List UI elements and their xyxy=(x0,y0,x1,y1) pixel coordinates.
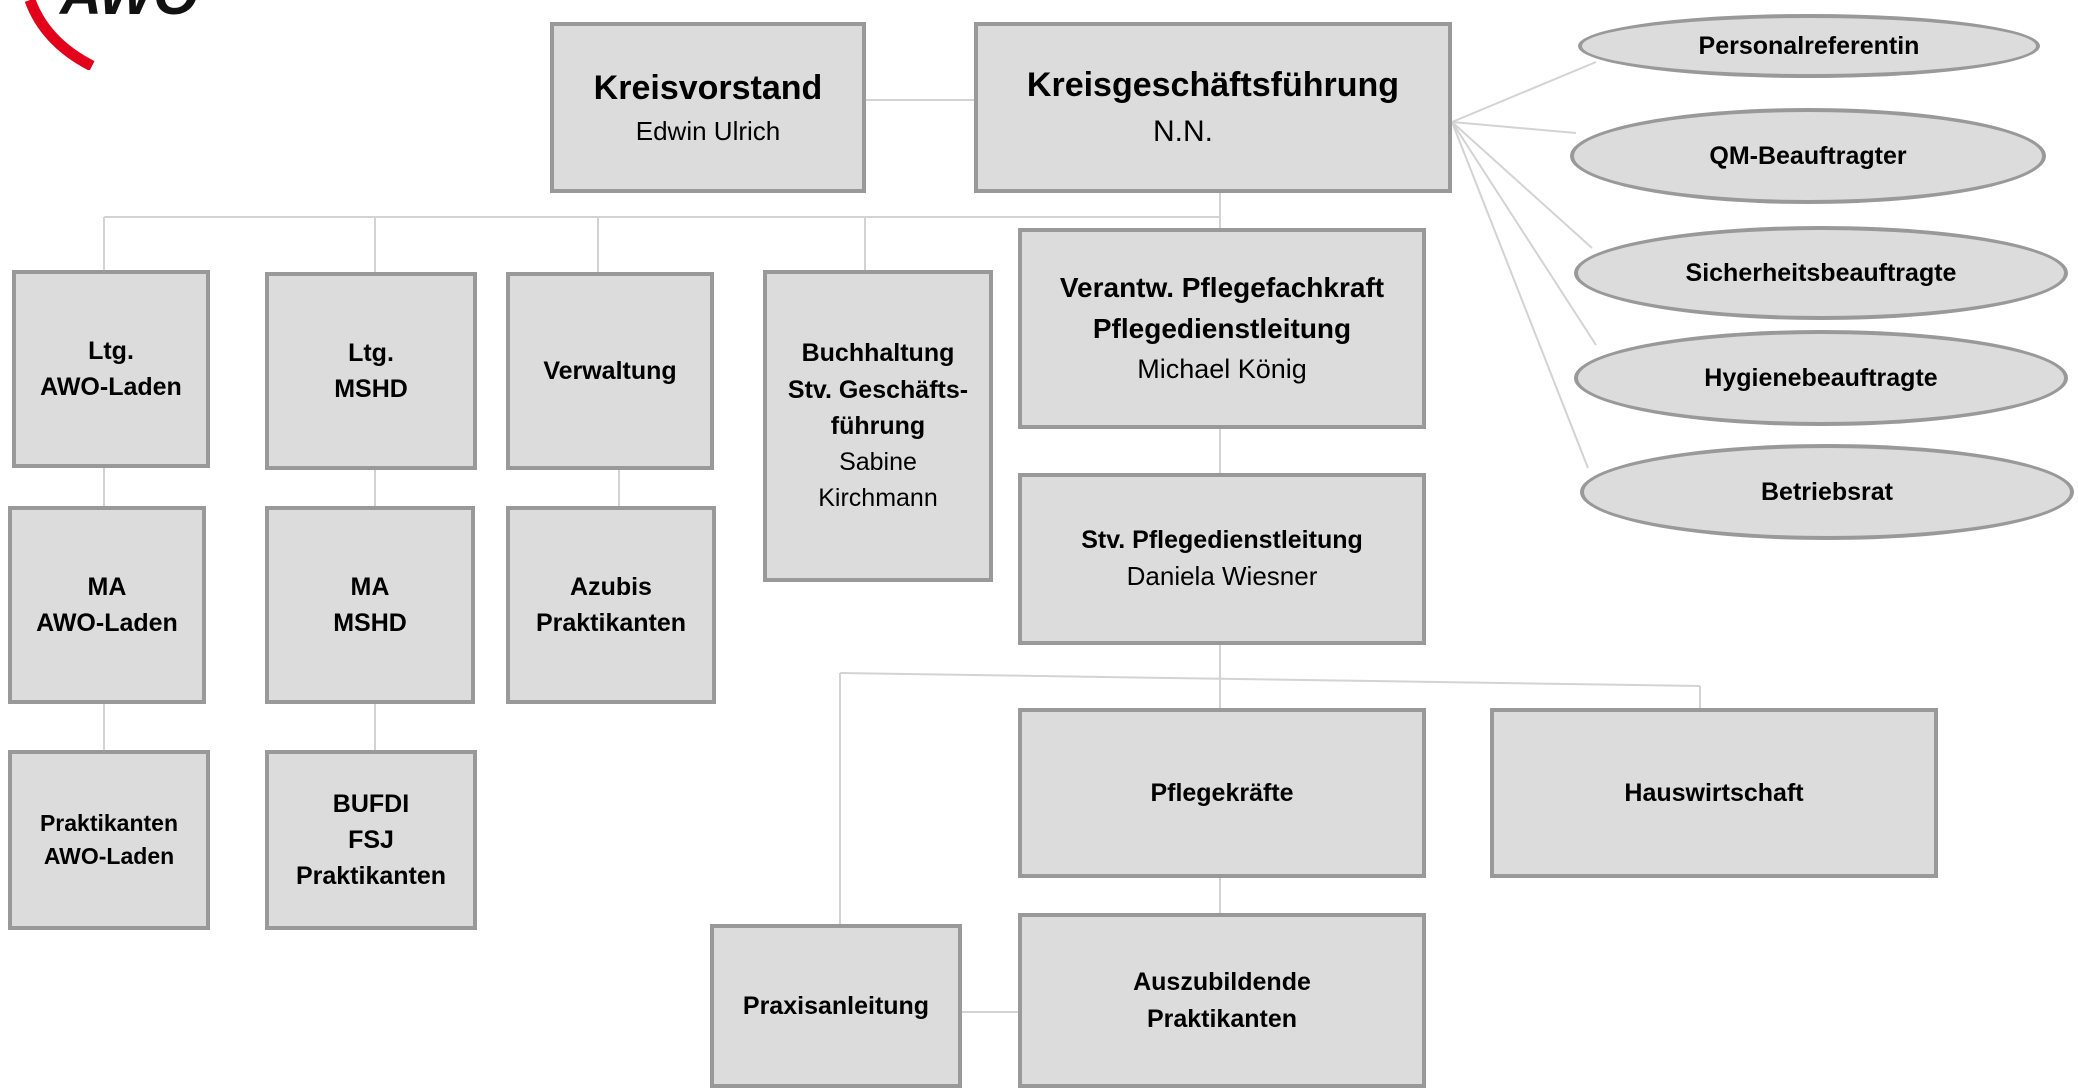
ma-mshd-box: MA MSHD xyxy=(265,506,475,704)
kreisvorstand-box: Kreisvorstand Edwin Ulrich xyxy=(550,22,866,193)
kreisvorstand-title: Kreisvorstand xyxy=(593,69,823,107)
connector-line xyxy=(839,672,1701,687)
kreisgeschaeftsfuehrung-title: Kreisgeschäftsführung xyxy=(1026,66,1400,105)
hauswirtschaft-title: Hauswirtschaft xyxy=(1624,778,1804,807)
praxisanleitung-box: Praxisanleitung xyxy=(710,924,962,1088)
ma-awo-laden-title: MA AWO-Laden xyxy=(36,572,178,637)
staff-role-label: Hygienebeauftragte xyxy=(1704,363,1938,392)
pflegekraefte-title: Pflegekräfte xyxy=(1150,778,1294,807)
staff-role-hygienebeauftragte: Hygienebeauftragte xyxy=(1574,330,2068,426)
ltg-mshd-title: Ltg. MSHD xyxy=(334,338,408,403)
auszubildende-praktikanten-title: Auszubildende Praktikanten xyxy=(1133,968,1311,1033)
ltg-awo-laden-title: Ltg. AWO-Laden xyxy=(40,336,182,401)
kreisgeschaeftsfuehrung-box: Kreisgeschäftsführung N.N. xyxy=(974,22,1452,193)
staff-role-betriebsrat: Betriebsrat xyxy=(1580,444,2074,540)
kreisgeschaeftsfuehrung-name: N.N. xyxy=(1153,115,1213,149)
stv-pflegedienstleitung-name: Daniela Wiesner xyxy=(1126,561,1318,592)
praktikanten-awo-laden-title: Praktikanten AWO-Laden xyxy=(39,809,179,869)
azubis-praktikanten-box: Azubis Praktikanten xyxy=(506,506,716,704)
stv-pflegedienstleitung-title: Stv. Pflegedienstleitung xyxy=(1081,526,1363,555)
staff-role-label: Personalreferentin xyxy=(1698,31,1920,60)
connector-line xyxy=(1451,121,1589,469)
connector-line xyxy=(1451,61,1597,123)
praxisanleitung-title: Praxisanleitung xyxy=(742,991,930,1020)
pflegedienstleitung-title: Verantw. Pflegefachkraft Pflegedienstlei… xyxy=(1059,272,1385,344)
staff-role-sicherheitsbeauftragte: Sicherheitsbeauftragte xyxy=(1574,226,2068,320)
buchhaltung-name: Sabine Kirchmann xyxy=(818,448,938,513)
hauswirtschaft-box: Hauswirtschaft xyxy=(1490,708,1938,878)
staff-role-personalreferentin: Personalreferentin xyxy=(1578,14,2040,78)
ma-awo-laden-box: MA AWO-Laden xyxy=(8,506,206,704)
pflegedienstleitung-name: Michael König xyxy=(1137,353,1307,384)
staff-role-label: Sicherheitsbeauftragte xyxy=(1685,258,1957,287)
buchhaltung-title: Buchhaltung Stv. Geschäfts- führung xyxy=(787,339,969,440)
pflegekraefte-box: Pflegekräfte xyxy=(1018,708,1426,878)
connector-line xyxy=(1451,121,1577,134)
logo-text: AWO xyxy=(58,0,199,27)
buchhaltung-box: Buchhaltung Stv. Geschäfts- führung Sabi… xyxy=(763,270,993,582)
bufdi-fsj-title: BUFDI FSJ Praktikanten xyxy=(295,789,447,891)
ltg-mshd-box: Ltg. MSHD xyxy=(265,272,477,470)
bufdi-fsj-box: BUFDI FSJ Praktikanten xyxy=(265,750,477,930)
ma-mshd-title: MA MSHD xyxy=(333,572,407,637)
connector-line xyxy=(1451,121,1597,346)
pflegedienstleitung-box: Verantw. Pflegefachkraft Pflegedienstlei… xyxy=(1018,228,1426,429)
staff-role-label: Betriebsrat xyxy=(1761,477,1893,506)
praktikanten-awo-laden-box: Praktikanten AWO-Laden xyxy=(8,750,210,930)
verwaltung-box: Verwaltung xyxy=(506,272,714,470)
awo-logo: AWO xyxy=(24,0,199,70)
ltg-awo-laden-box: Ltg. AWO-Laden xyxy=(12,270,210,468)
verwaltung-title: Verwaltung xyxy=(543,356,677,385)
kreisvorstand-name: Edwin Ulrich xyxy=(635,116,781,147)
staff-role-qm-beauftragter: QM-Beauftragter xyxy=(1570,108,2046,204)
staff-role-label: QM-Beauftragter xyxy=(1709,141,1907,170)
auszubildende-praktikanten-box: Auszubildende Praktikanten xyxy=(1018,913,1426,1088)
stv-pflegedienstleitung-box: Stv. Pflegedienstleitung Daniela Wiesner xyxy=(1018,473,1426,645)
azubis-praktikanten-title: Azubis Praktikanten xyxy=(535,572,687,637)
connector-line xyxy=(1451,121,1593,249)
